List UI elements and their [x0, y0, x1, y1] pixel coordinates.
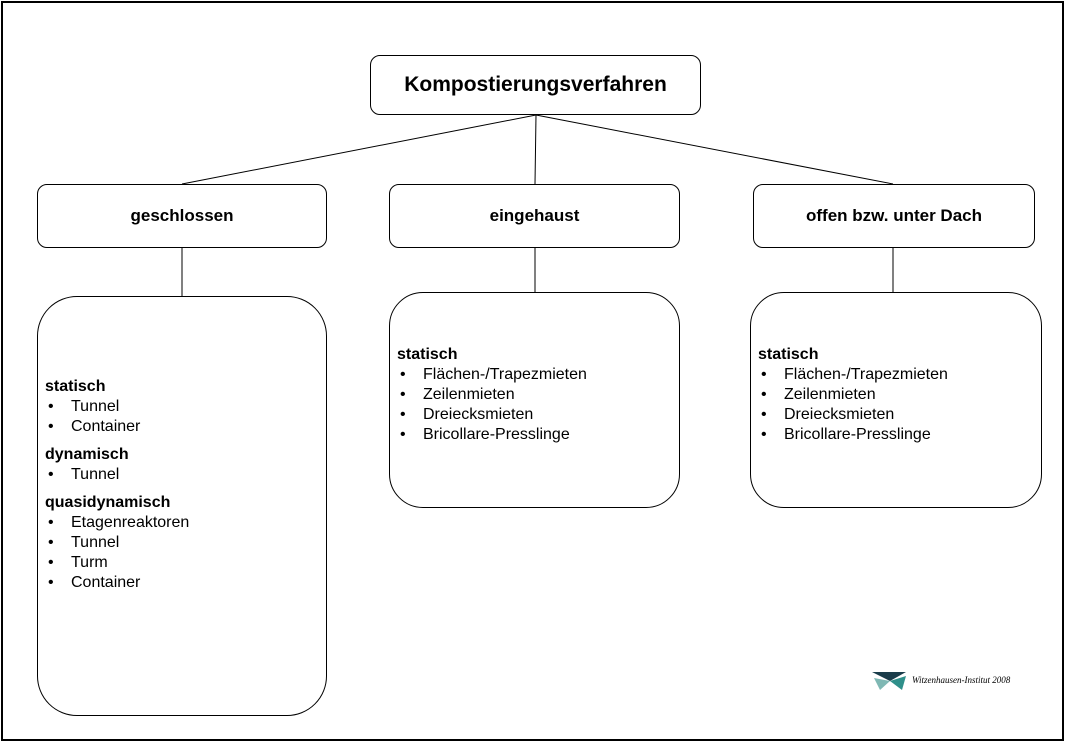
category-offen: offen bzw. unter Dach — [753, 184, 1035, 248]
group-heading: quasidynamisch — [45, 494, 171, 511]
list-item: Dreiecksmieten — [397, 405, 679, 425]
logo-text: Witzenhausen-Institut 2008 — [912, 675, 1011, 685]
group-dynamisch: dynamisch Tunnel — [45, 445, 326, 485]
list-item: Bricollare-Presslinge — [397, 425, 679, 445]
connector-root-offen — [535, 114, 894, 185]
group-heading: statisch — [758, 346, 819, 363]
list-item: Flächen-/Trapezmieten — [397, 365, 679, 385]
category-label: offen bzw. unter Dach — [806, 206, 982, 225]
list-item: Etagenreaktoren — [45, 513, 326, 533]
root-label: Kompostierungsverfahren — [404, 73, 667, 96]
witzenhausen-logo-icon — [872, 672, 906, 690]
connector-root-eingehaust — [534, 114, 537, 185]
list-item: Zeilenmieten — [397, 385, 679, 405]
institute-logo: Witzenhausen-Institut 2008 — [872, 668, 1010, 692]
connector-root-geschlossen — [181, 114, 537, 185]
list-item: Tunnel — [45, 465, 326, 485]
list-item: Flächen-/Trapezmieten — [758, 365, 1041, 385]
list-item: Tunnel — [45, 397, 326, 417]
category-eingehaust: eingehaust — [389, 184, 680, 248]
content-eingehaust: statisch Flächen-/Trapezmieten Zeilenmie… — [389, 292, 680, 508]
list-item: Tunnel — [45, 533, 326, 553]
root-node: Kompostierungsverfahren — [370, 55, 701, 115]
list-item: Container — [45, 417, 326, 437]
group-quasidynamisch: quasidynamisch Etagenreaktoren Tunnel Tu… — [45, 493, 326, 593]
category-geschlossen: geschlossen — [37, 184, 327, 248]
content-offen: statisch Flächen-/Trapezmieten Zeilenmie… — [750, 292, 1042, 508]
group-heading: dynamisch — [45, 446, 129, 463]
group-statisch: statisch Flächen-/Trapezmieten Zeilenmie… — [758, 345, 1041, 445]
group-statisch: statisch Flächen-/Trapezmieten Zeilenmie… — [397, 345, 679, 445]
list-item: Turm — [45, 553, 326, 573]
category-label: geschlossen — [130, 206, 234, 225]
list-item: Dreiecksmieten — [758, 405, 1041, 425]
list-item: Zeilenmieten — [758, 385, 1041, 405]
group-heading: statisch — [397, 346, 458, 363]
list-item: Bricollare-Presslinge — [758, 425, 1041, 445]
group-heading: statisch — [45, 378, 106, 395]
list-item: Container — [45, 573, 326, 593]
group-statisch: statisch Tunnel Container — [45, 377, 326, 437]
content-geschlossen: statisch Tunnel Container dynamisch Tunn… — [37, 296, 327, 716]
category-label: eingehaust — [489, 206, 580, 225]
